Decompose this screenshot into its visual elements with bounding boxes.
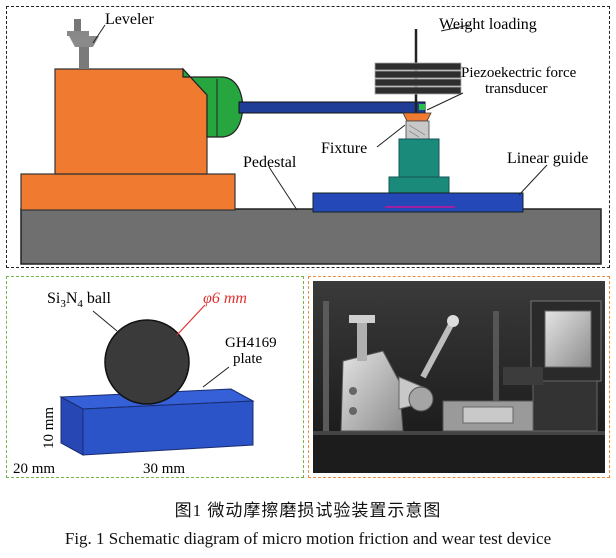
leveler <box>67 19 99 69</box>
figure-caption-chinese: 图1 微动摩擦磨损试验装置示意图 <box>174 501 442 520</box>
plate-label-line1: GH4169 <box>225 335 277 351</box>
fixture <box>388 112 450 194</box>
specimen-diagram-panel: Si3N4 ball φ6 mm GH4169 plate 10 mm 20 m… <box>6 276 304 478</box>
figure-caption-english: Fig. 1 Schematic diagram of micro motion… <box>64 529 552 548</box>
test-device-photo-drawing <box>313 281 605 473</box>
device-photo-panel <box>308 276 610 478</box>
linear-guide-block <box>312 192 524 213</box>
plate-label-line2: plate <box>233 351 262 367</box>
plate-side <box>82 400 254 456</box>
force-transducer-label-line2: transducer <box>485 81 547 97</box>
weight-stack <box>374 62 462 95</box>
test-rig-schematic: Leveler Weight loading Piezoekectric for… <box>20 11 602 265</box>
leveler-label: Leveler <box>105 11 155 28</box>
linear-guide-label: Linear guide <box>507 150 588 167</box>
column-block <box>54 68 208 175</box>
loading-arm <box>238 101 426 114</box>
force-transducer-label-line1: Piezoekectric force <box>461 65 577 81</box>
depth-dimension-label: 20 mm <box>13 461 55 477</box>
pedestal-body <box>20 208 602 265</box>
height-dimension-label: 10 mm <box>41 407 57 449</box>
specimen-diagram: Si3N4 ball φ6 mm GH4169 plate 10 mm 20 m… <box>13 290 277 477</box>
test-rig-schematic-panel: Leveler Weight loading Piezoekectric for… <box>6 6 610 268</box>
ball-label: Si3N4 ball <box>47 290 111 310</box>
weight-loading-label: Weight loading <box>439 16 537 33</box>
pedestal-label: Pedestal <box>243 154 297 171</box>
transducer-tab <box>419 104 425 110</box>
base-block <box>20 173 236 211</box>
diameter-label: φ6 mm <box>203 290 247 307</box>
length-dimension-label: 30 mm <box>143 461 185 477</box>
test-device-photo <box>313 281 605 473</box>
fixture-label: Fixture <box>321 140 367 157</box>
si3n4-ball <box>104 319 190 405</box>
